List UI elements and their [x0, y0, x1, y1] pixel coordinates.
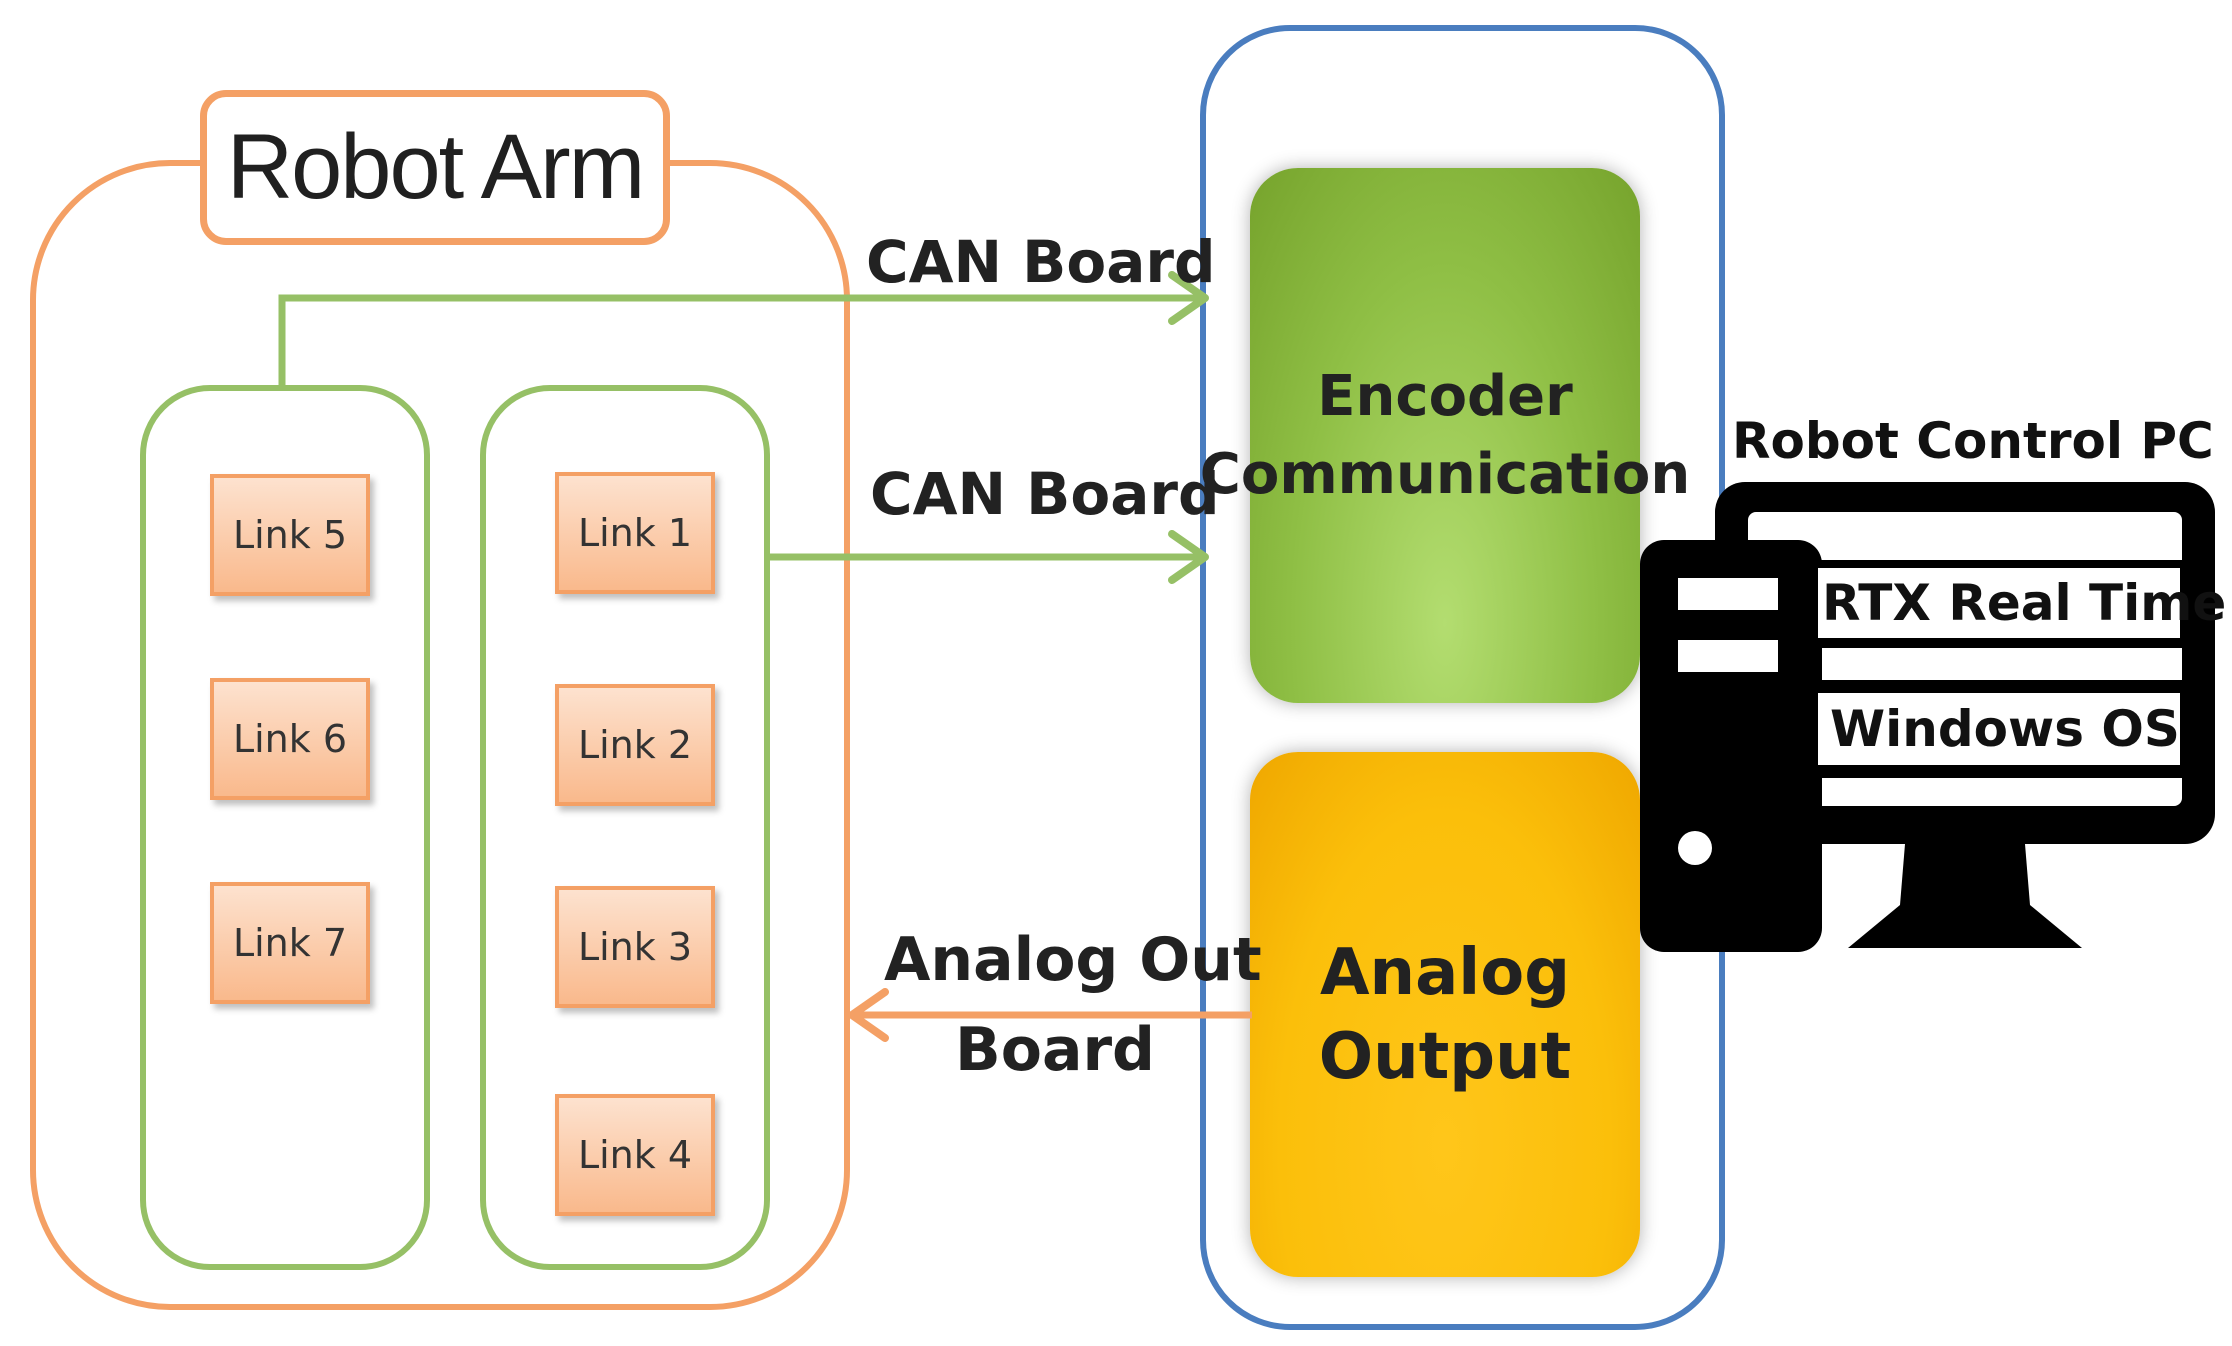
link-3-box: Link 3	[555, 886, 715, 1008]
analog-label-line2: Output	[1318, 1019, 1572, 1094]
link-label: Link 2	[577, 723, 693, 767]
analog-out-arrowhead	[848, 988, 889, 1042]
link-1-box: Link 1	[555, 472, 715, 594]
robot-arm-title: Robot Arm	[226, 116, 646, 218]
link-5-box: Link 5	[210, 474, 370, 596]
can-board-top-label: CAN Board	[866, 228, 1216, 296]
link-7-box: Link 7	[210, 882, 370, 1004]
analog-output-block: Analog Output	[1250, 752, 1640, 1277]
robot-control-pc-label: Robot Control PC	[1732, 412, 2214, 470]
can-board-middle-label: CAN Board	[870, 460, 1220, 528]
link-2-box: Link 2	[555, 684, 715, 806]
link-4-box: Link 4	[555, 1094, 715, 1216]
analog-label-line1: Analog	[1320, 935, 1570, 1010]
encoder-label-line1: Encoder	[1317, 363, 1573, 429]
analog-out-label-line1: Analog Out	[884, 925, 1262, 995]
encoder-communication-block: Encoder Communication	[1200, 168, 1690, 703]
link-label: Link 3	[577, 925, 693, 969]
link-6-box: Link 6	[210, 678, 370, 800]
analog-out-label-line2: Board	[955, 1015, 1155, 1085]
rtx-real-time-label: RTX Real Time	[1822, 574, 2227, 632]
windows-os-box: Windows OS	[1818, 693, 2180, 765]
encoder-label-line2: Communication	[1199, 441, 1691, 507]
windows-os-label: Windows OS	[1830, 700, 2180, 758]
rtx-real-time-box: RTX Real Time	[1818, 568, 2226, 638]
link-label: Link 5	[232, 513, 348, 557]
link-label: Link 6	[232, 717, 348, 761]
link-label: Link 4	[577, 1133, 693, 1177]
robot-arm-title-box: Robot Arm	[200, 90, 670, 245]
link-label: Link 1	[577, 511, 693, 555]
link-label: Link 7	[232, 921, 348, 965]
